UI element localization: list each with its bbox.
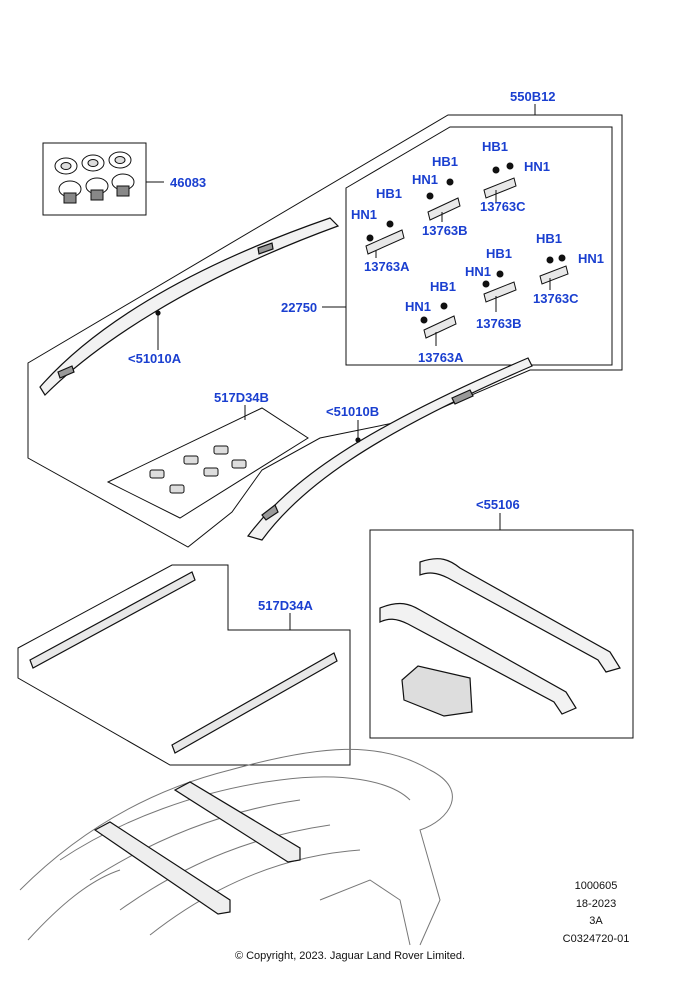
trim-strip-icons — [29, 571, 338, 754]
callout-51010a[interactable]: <51010A — [128, 351, 182, 366]
callout-hb1[interactable]: HB1 — [486, 246, 513, 261]
callout-13763b[interactable]: 13763B — [476, 316, 522, 331]
date-code: 18-2023 — [575, 898, 617, 910]
roof-rail-right — [246, 357, 533, 541]
end-cap-icons — [149, 445, 247, 494]
vehicle-cross-bars — [93, 781, 301, 915]
callout-13763c[interactable]: 13763C — [533, 291, 579, 306]
bracket-icons — [365, 162, 569, 346]
callout-550b12[interactable]: 550B12 — [510, 89, 556, 104]
callout-hn1[interactable]: HN1 — [412, 172, 439, 187]
callout-hn1[interactable]: HN1 — [524, 159, 551, 174]
end-cap-group-outline — [106, 407, 309, 519]
callout-51010b[interactable]: <51010B — [326, 404, 380, 419]
roof-rail-group-outline — [27, 114, 623, 548]
callout-46083[interactable]: 46083 — [170, 175, 207, 190]
callout-13763c[interactable]: 13763C — [480, 199, 526, 214]
vehicle-illustration — [19, 748, 453, 946]
ref-number: 1000605 — [574, 880, 618, 892]
seal-kit-box — [42, 142, 147, 216]
roof-rail-left — [39, 217, 340, 396]
callout-55106[interactable]: <55106 — [476, 497, 520, 512]
illustration-id: C0324720-01 — [562, 933, 630, 945]
callout-517d34a[interactable]: 517D34A — [258, 598, 313, 613]
strip-group-outline — [17, 564, 351, 766]
cross-bar-group-outline — [369, 529, 634, 739]
callout-13763a[interactable]: 13763A — [364, 259, 410, 274]
callout-hn1[interactable]: HN1 — [351, 207, 378, 222]
callout-22750[interactable]: 22750 — [281, 300, 318, 315]
revision: 3A — [589, 915, 603, 927]
callout-hb1[interactable]: HB1 — [430, 279, 457, 294]
callout-13763b[interactable]: 13763B — [422, 223, 468, 238]
callout-hb1[interactable]: HB1 — [432, 154, 459, 169]
callout-hn1[interactable]: HN1 — [465, 264, 492, 279]
callout-hn1[interactable]: HN1 — [578, 251, 605, 266]
callout-13763a[interactable]: 13763A — [418, 350, 464, 365]
callout-hb1[interactable]: HB1 — [482, 139, 509, 154]
callout-hn1[interactable]: HN1 — [405, 299, 432, 314]
cross-bar-icons — [379, 558, 621, 717]
callout-517d34b[interactable]: 517D34B — [214, 390, 269, 405]
callout-hb1[interactable]: HB1 — [536, 231, 563, 246]
seal-icons — [54, 151, 135, 204]
fixing-kit-group-outline — [345, 126, 613, 366]
copyright-notice: © Copyright, 2023. Jaguar Land Rover Lim… — [234, 950, 466, 962]
callout-hb1[interactable]: HB1 — [376, 186, 403, 201]
